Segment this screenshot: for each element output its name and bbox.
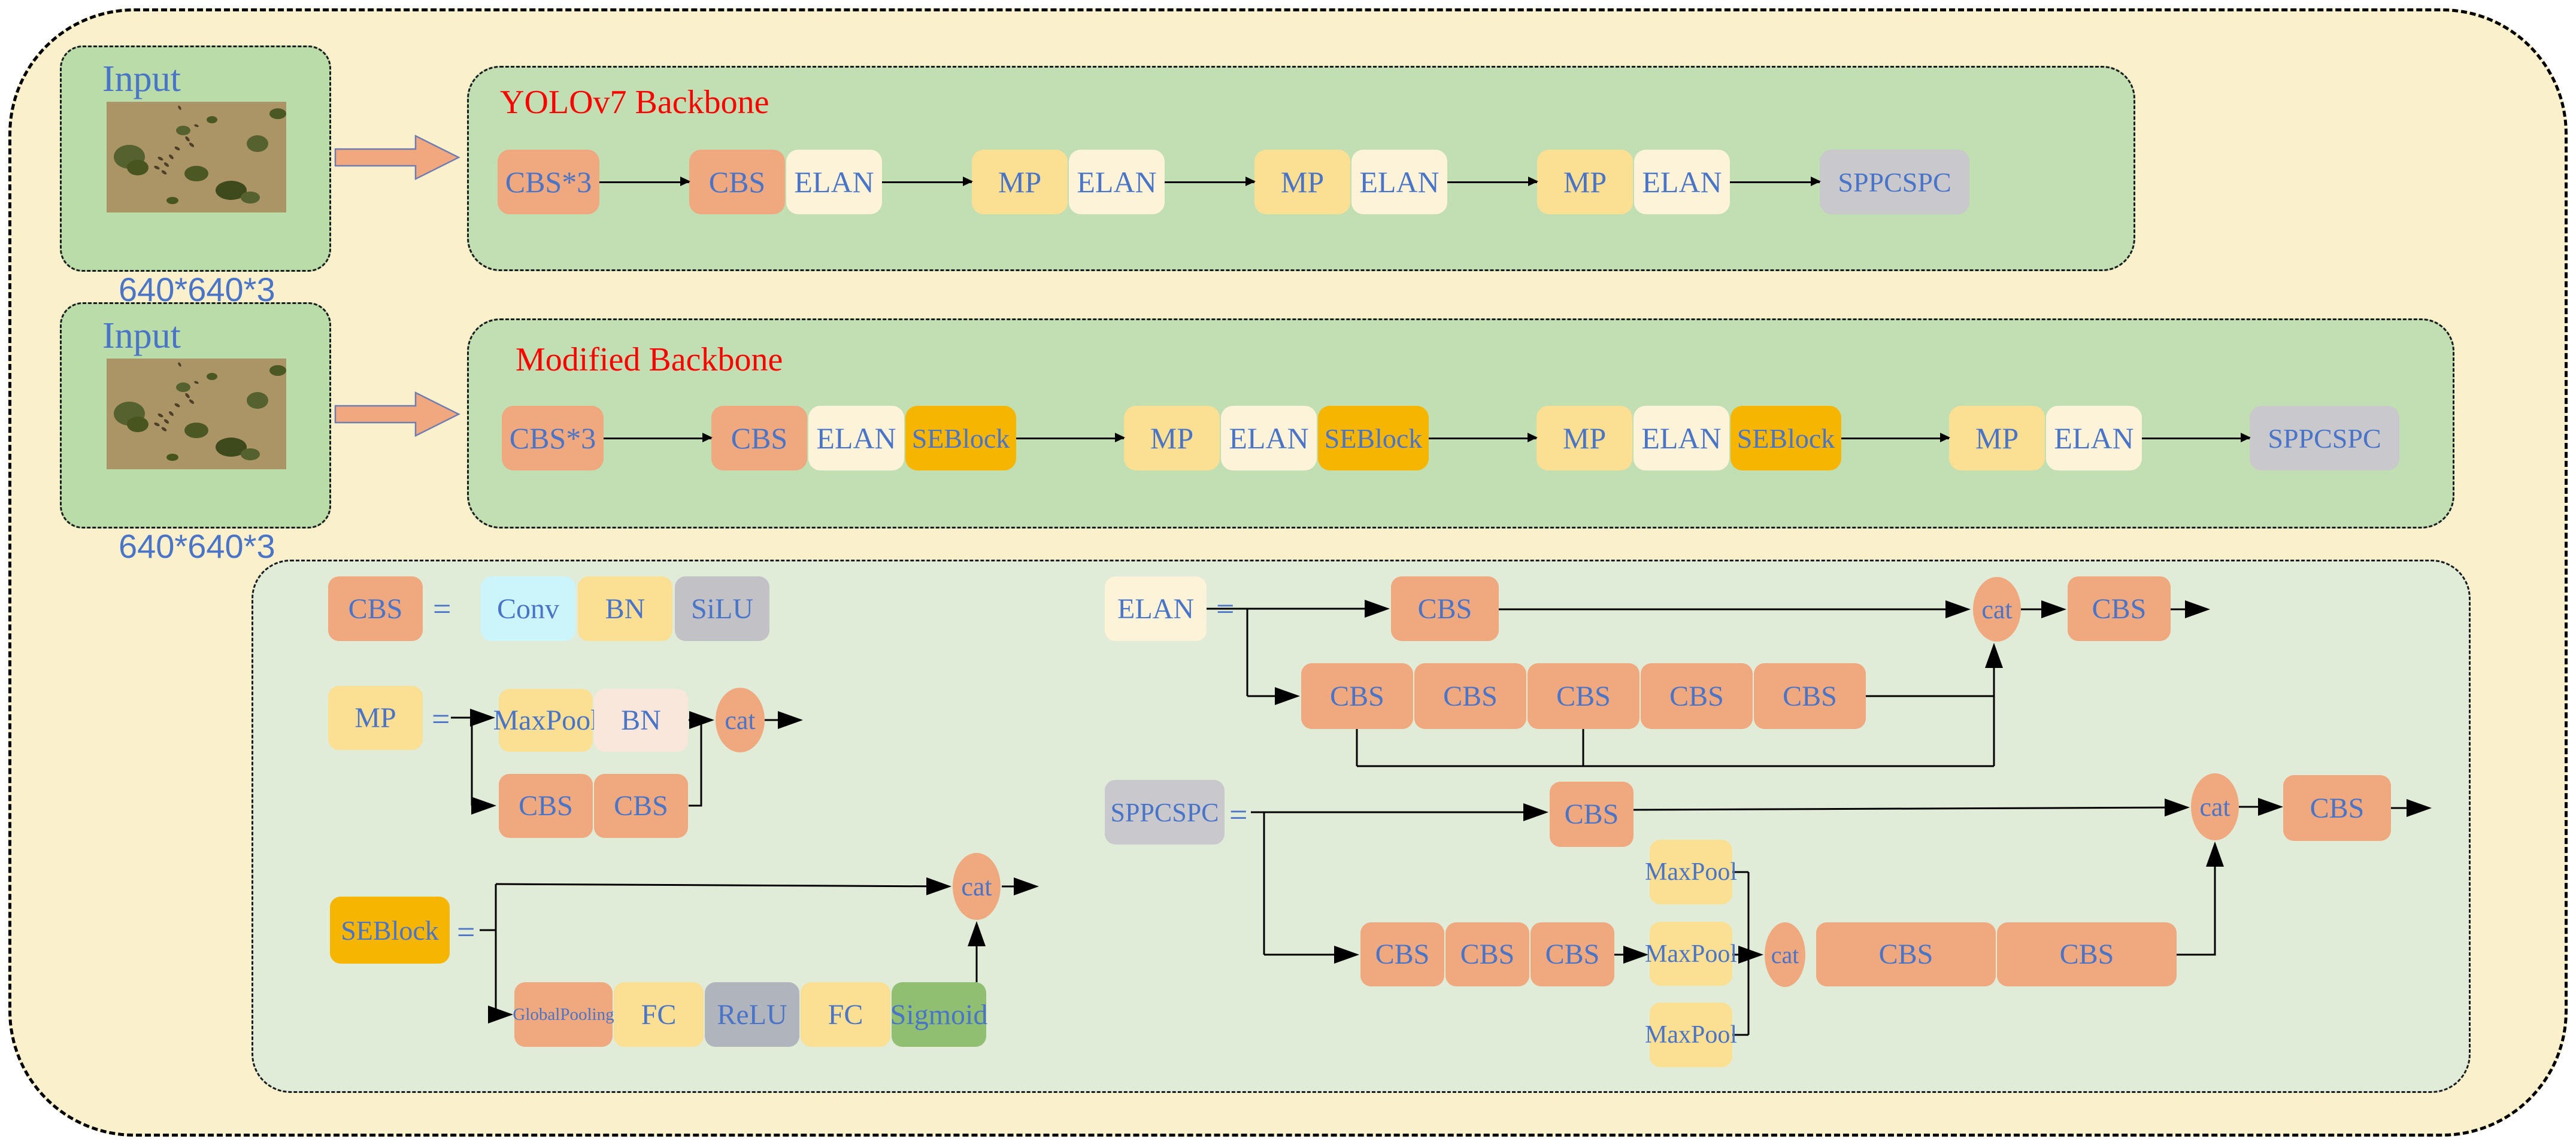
equals-sign: = <box>1229 797 1248 833</box>
legend-connectors <box>451 600 2432 1036</box>
definitions-panel: CBS = Conv BN SiLU MP = MaxPool BN cat C… <box>251 560 2471 1093</box>
block-mp: MP <box>1124 406 1220 470</box>
block-elan: ELAN <box>808 406 904 470</box>
block-sppcspc: SPPCSPC <box>2250 406 2399 470</box>
def-cbs: CBS <box>1445 922 1529 986</box>
panel-title: YOLOv7 Backbone <box>500 84 769 121</box>
block-mp: MP <box>1949 406 2045 470</box>
equals-sign: = <box>457 914 475 950</box>
input-to-backbone-arrow <box>334 391 460 438</box>
equals-sign: = <box>433 591 451 627</box>
def-cbs-lhs: CBS <box>328 576 423 641</box>
def-maxpool: MaxPool <box>493 689 599 752</box>
block-elan: ELAN <box>786 150 882 214</box>
block-mp: MP <box>1254 150 1350 214</box>
def-cbs: CBS <box>594 774 688 838</box>
input-dims: 640*640*3 <box>119 527 275 565</box>
flow-arrow <box>882 176 973 186</box>
cat-node: cat <box>1973 577 2021 642</box>
block-cbs3: CBS*3 <box>498 150 599 214</box>
def-maxpool: MaxPool <box>1645 1003 1737 1067</box>
cat-node: cat <box>1765 922 1805 987</box>
panel-title: Modified Backbone <box>516 341 783 378</box>
def-seblock-lhs: SEBlock <box>330 897 450 964</box>
block-mp: MP <box>1537 150 1633 214</box>
cat-node: cat <box>716 688 765 752</box>
def-cbs: CBS <box>1754 663 1866 729</box>
block-elan: ELAN <box>1221 406 1317 470</box>
def-globalpooling: GlobalPooling <box>513 982 614 1047</box>
def-silu: SiLU <box>675 576 769 641</box>
equals-sign: = <box>432 701 450 737</box>
input-to-backbone-arrow <box>334 134 460 181</box>
def-cbs: CBS <box>1414 663 1526 729</box>
input-box-1: Input <box>60 45 331 308</box>
def-elan-lhs: ELAN <box>1105 576 1207 641</box>
block-seblock: SEBlock <box>1318 406 1429 470</box>
block-cbs3: CBS*3 <box>502 406 604 470</box>
block-seblock: SEBlock <box>905 406 1016 470</box>
block-sppcspc: SPPCSPC <box>1820 150 1969 214</box>
def-fc: FC <box>801 982 890 1047</box>
def-sppcspc-lhs: SPPCSPC <box>1105 780 1225 845</box>
def-cbs: CBS <box>2068 576 2171 641</box>
def-bn-pink: BN <box>594 689 688 752</box>
block-elan: ELAN <box>1351 150 1447 214</box>
def-maxpool: MaxPool <box>1645 922 1737 986</box>
def-maxpool: MaxPool <box>1645 840 1737 904</box>
def-cbs: CBS <box>1301 663 1413 729</box>
aerial-photo <box>107 359 286 469</box>
def-conv: Conv <box>481 576 575 641</box>
input-label: Input <box>102 315 181 356</box>
def-sigmoid: Sigmoid <box>890 982 987 1047</box>
cat-node: cat <box>2191 773 2239 840</box>
block-seblock: SEBlock <box>1731 406 1841 470</box>
block-cbs: CBS <box>711 406 807 470</box>
def-cbs: CBS <box>499 774 593 838</box>
def-relu: ReLU <box>705 982 799 1047</box>
input-label: Input <box>102 59 181 99</box>
flow-arrow <box>2142 432 2251 442</box>
block-mp: MP <box>972 150 1068 214</box>
flow-arrow <box>1016 432 1125 442</box>
block-elan: ELAN <box>1069 150 1165 214</box>
def-cbs: CBS <box>1528 663 1639 729</box>
flow-arrow <box>1447 176 1538 186</box>
flow-arrow <box>604 432 713 442</box>
aerial-photo <box>107 102 286 212</box>
block-elan: ELAN <box>1634 150 1730 214</box>
input-box-2: Input <box>60 302 331 565</box>
flow-arrow <box>599 176 690 186</box>
def-cbs: CBS <box>2283 775 2391 841</box>
flow-arrow <box>1165 176 1256 186</box>
flow-arrow <box>1841 432 1950 442</box>
def-bn: BN <box>578 576 672 641</box>
block-elan: ELAN <box>1634 406 1729 470</box>
def-cbs: CBS <box>1360 922 1444 986</box>
flow-arrow <box>1429 432 1538 442</box>
yolov7-backbone-panel: YOLOv7 Backbone CBS*3 CBS ELAN MP ELAN M… <box>467 66 2135 271</box>
block-elan: ELAN <box>2046 406 2142 470</box>
equals-sign: = <box>1216 591 1235 627</box>
def-cbs: CBS <box>1816 922 1996 986</box>
def-mp-lhs: MP <box>328 686 423 750</box>
def-cbs: CBS <box>1550 782 1634 847</box>
block-cbs: CBS <box>689 150 785 214</box>
cat-node: cat <box>953 853 1001 920</box>
modified-backbone-panel: Modified Backbone CBS*3 CBS ELAN SEBlock… <box>467 318 2454 529</box>
def-cbs: CBS <box>1997 922 2177 986</box>
def-fc: FC <box>614 982 704 1047</box>
def-cbs: CBS <box>1531 922 1614 986</box>
block-mp: MP <box>1536 406 1632 470</box>
flow-arrow <box>1730 176 1821 186</box>
def-cbs: CBS <box>1391 576 1499 641</box>
input-dims: 640*640*3 <box>119 271 275 308</box>
def-cbs: CBS <box>1641 663 1753 729</box>
